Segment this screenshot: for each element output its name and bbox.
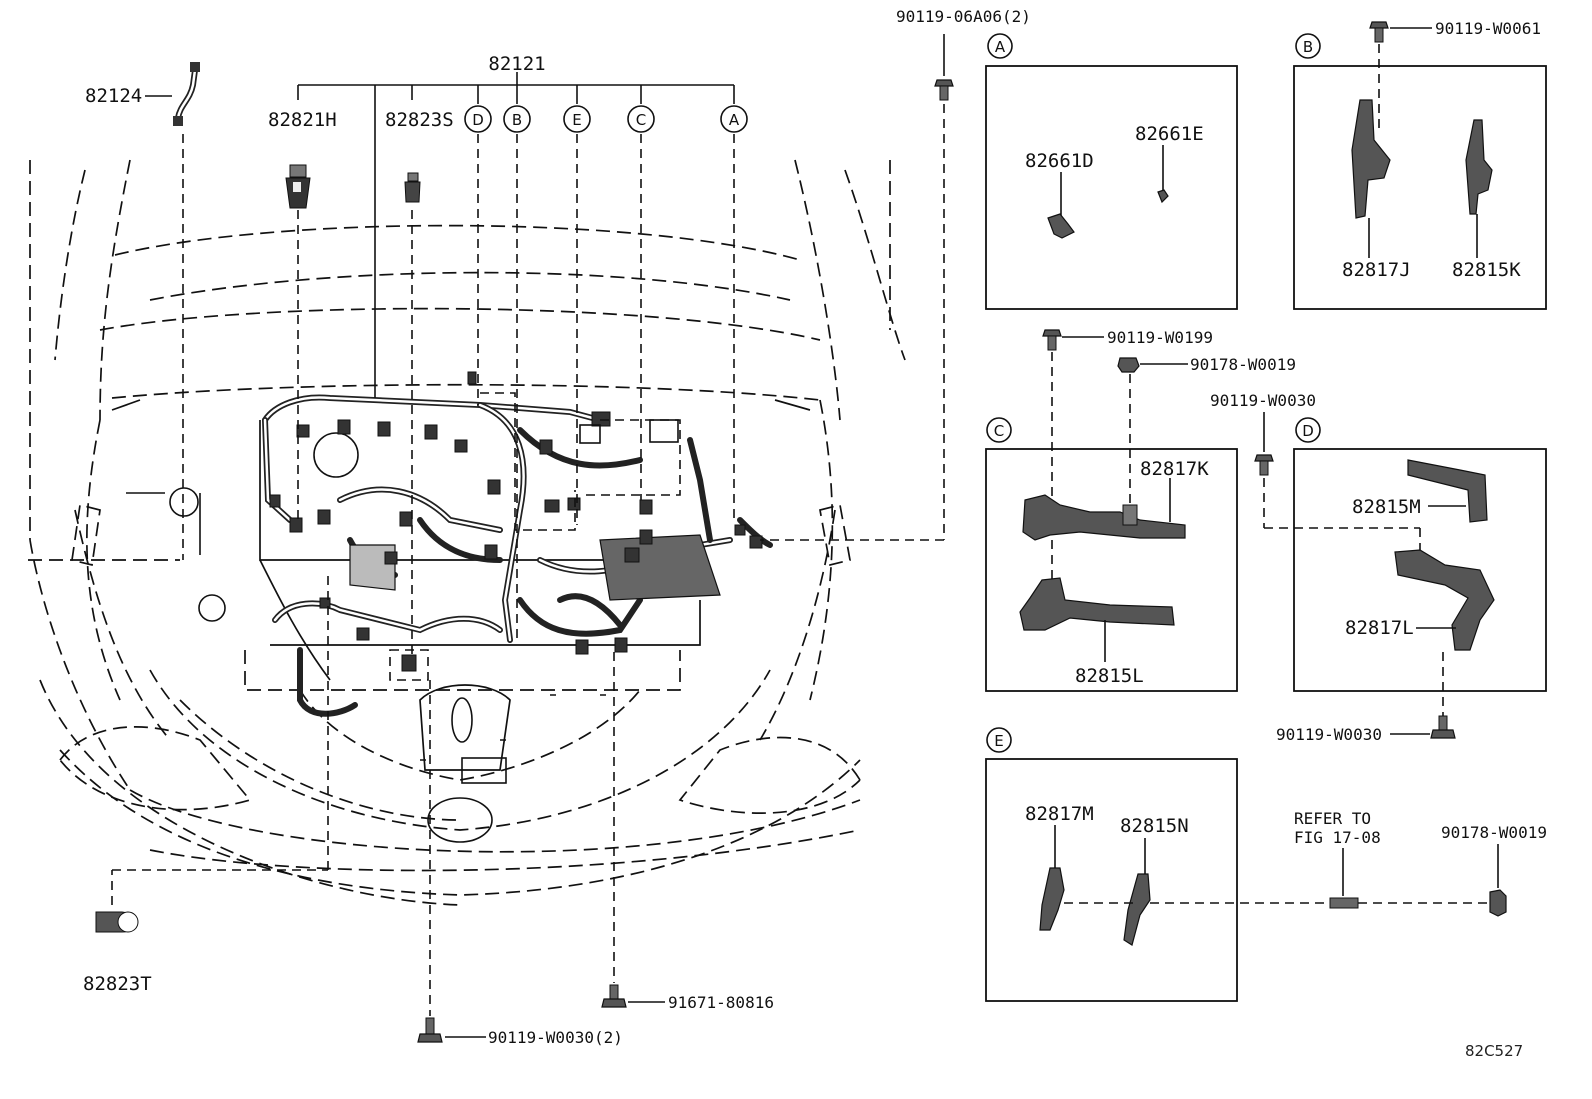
svg-text:90119-W0061: 90119-W0061 xyxy=(1435,19,1541,38)
detail-b: B 90119-W0061 82817J 82815K xyxy=(1293,19,1547,310)
svg-text:82815L: 82815L xyxy=(1075,665,1144,687)
label-82823s: 82823S xyxy=(385,109,454,131)
label-82124: 82124 xyxy=(85,85,142,107)
svg-text:82817K: 82817K xyxy=(1140,458,1209,480)
svg-text:90119-W0199: 90119-W0199 xyxy=(1107,328,1213,347)
bolt-bottom-left-icon xyxy=(417,1017,443,1043)
svg-text:82661D: 82661D xyxy=(1025,150,1094,172)
vehicle-outline xyxy=(28,159,906,906)
svg-text:B: B xyxy=(1303,38,1313,56)
svg-text:C: C xyxy=(994,422,1004,440)
bolt-bottom-mid-icon xyxy=(601,984,627,1008)
harness-callout-bracket xyxy=(182,72,735,660)
sensor-82821h-icon xyxy=(285,164,311,209)
label-bolt-bottom-left: 90119-W0030(2) xyxy=(488,1028,623,1047)
svg-text:82661E: 82661E xyxy=(1135,123,1204,145)
svg-text:B: B xyxy=(512,111,522,129)
sensor-82823s-icon xyxy=(404,172,421,203)
label-82821h: 82821H xyxy=(268,109,337,131)
wire-82124-icon xyxy=(173,62,200,126)
svg-text:D: D xyxy=(472,111,484,129)
callout-d-circle: D xyxy=(464,105,492,133)
svg-text:C: C xyxy=(636,111,646,129)
bolt-top-icon xyxy=(934,79,954,101)
figure-code: 82C527 xyxy=(1465,1042,1523,1060)
label-82823t: 82823T xyxy=(83,973,152,995)
svg-text:90119-W0030: 90119-W0030 xyxy=(1276,725,1382,744)
detail-d: D 90119-W0030 82815M 82817L 90119-W0030 xyxy=(1210,391,1547,744)
detail-e: E 82817M 82815N REFER TO FIG 17-08 90178… xyxy=(985,727,1547,1002)
label-bolt-bottom-mid: 91671-80816 xyxy=(668,993,774,1012)
svg-text:90178-W0019: 90178-W0019 xyxy=(1441,823,1547,842)
callout-e-circle: E xyxy=(563,105,591,133)
callout-c-circle: C xyxy=(627,105,655,133)
svg-text:E: E xyxy=(572,111,581,129)
callout-a-circle: A xyxy=(720,105,748,133)
svg-text:E: E xyxy=(994,732,1003,750)
svg-text:REFER TO: REFER TO xyxy=(1294,809,1371,828)
svg-text:82817L: 82817L xyxy=(1345,617,1414,639)
svg-text:A: A xyxy=(729,111,740,129)
label-bolt-top: 90119-06A06(2) xyxy=(896,7,1031,26)
callout-b-circle: B xyxy=(503,105,531,133)
svg-text:90178-W0019: 90178-W0019 xyxy=(1190,355,1296,374)
detail-a: A 82661D 82661E xyxy=(985,33,1238,310)
svg-text:82817M: 82817M xyxy=(1025,803,1094,825)
svg-text:82815K: 82815K xyxy=(1452,259,1521,281)
detail-c: C 90119-W0199 90178-W0019 82817K 82815L xyxy=(985,328,1296,692)
main-wire-harness xyxy=(262,371,773,717)
svg-text:82817J: 82817J xyxy=(1342,259,1411,281)
svg-text:D: D xyxy=(1302,422,1314,440)
svg-text:FIG 17-08: FIG 17-08 xyxy=(1294,828,1381,847)
svg-text:90119-W0030: 90119-W0030 xyxy=(1210,391,1316,410)
label-82121: 82121 xyxy=(488,53,545,75)
svg-text:82815N: 82815N xyxy=(1120,815,1189,837)
svg-text:A: A xyxy=(995,38,1006,56)
sensor-82823t-icon xyxy=(95,911,139,933)
svg-text:82815M: 82815M xyxy=(1352,496,1421,518)
